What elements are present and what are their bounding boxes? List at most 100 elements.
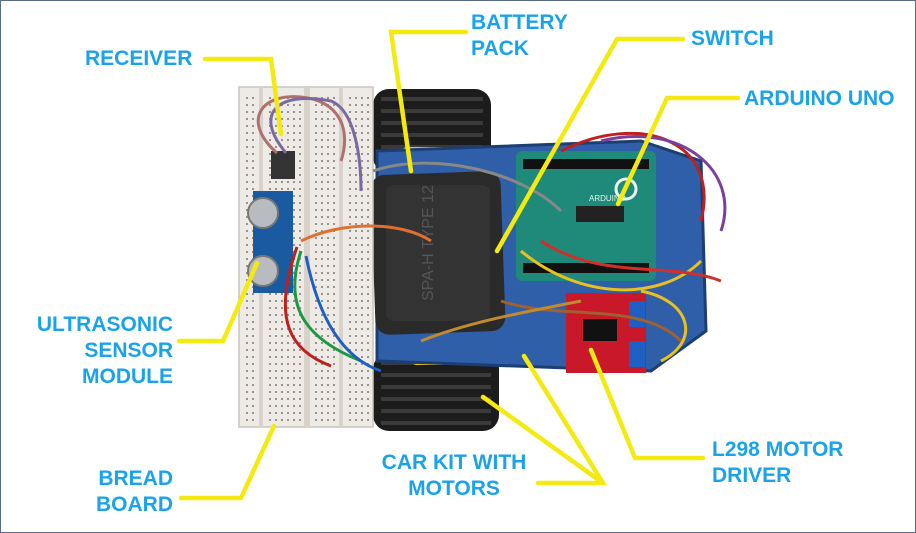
breadboard-hole <box>246 188 248 190</box>
breadboard-hole <box>269 104 271 106</box>
breadboard-hole <box>287 356 289 358</box>
breadboard-hole <box>361 251 363 253</box>
breadboard-hole <box>327 237 329 239</box>
breadboard-hole <box>333 209 335 211</box>
breadboard-hole <box>333 384 335 386</box>
breadboard-hole <box>252 139 254 141</box>
breadboard-hole <box>269 377 271 379</box>
breadboard-hole <box>299 377 301 379</box>
breadboard-hole <box>287 398 289 400</box>
breadboard-hole <box>293 300 295 302</box>
breadboard-hole <box>293 377 295 379</box>
breadboard-hole <box>252 167 254 169</box>
breadboard-hole <box>361 328 363 330</box>
breadboard-hole <box>246 370 248 372</box>
battery-case-text: SPA-H TYPE 12 <box>420 185 437 301</box>
breadboard-hole <box>333 419 335 421</box>
breadboard-hole <box>349 272 351 274</box>
breadboard-hole <box>246 356 248 358</box>
breadboard-hole <box>349 398 351 400</box>
breadboard-hole <box>333 188 335 190</box>
breadboard-hole <box>315 251 317 253</box>
breadboard-hole <box>275 146 277 148</box>
breadboard-hole <box>299 111 301 113</box>
breadboard-hole <box>281 391 283 393</box>
breadboard-hole <box>361 125 363 127</box>
breadboard-hole <box>361 398 363 400</box>
breadboard-hole <box>246 321 248 323</box>
breadboard-hole <box>293 223 295 225</box>
breadboard-hole <box>281 321 283 323</box>
breadboard-hole <box>355 125 357 127</box>
breadboard-hole <box>315 230 317 232</box>
breadboard-hole <box>293 230 295 232</box>
breadboard-hole <box>315 237 317 239</box>
breadboard-hole <box>349 195 351 197</box>
breadboard-hole <box>315 202 317 204</box>
breadboard-hole <box>293 202 295 204</box>
breadboard-hole <box>327 300 329 302</box>
breadboard-hole <box>281 384 283 386</box>
breadboard-hole <box>299 223 301 225</box>
breadboard-hole <box>293 139 295 141</box>
breadboard-hole <box>333 370 335 372</box>
breadboard-hole <box>246 237 248 239</box>
breadboard-hole <box>293 104 295 106</box>
breadboard-hole <box>293 356 295 358</box>
breadboard-hole <box>275 328 277 330</box>
breadboard-hole <box>246 230 248 232</box>
breadboard-hole <box>355 412 357 414</box>
breadboard-hole <box>246 118 248 120</box>
breadboard-hole <box>299 356 301 358</box>
breadboard-hole <box>361 405 363 407</box>
breadboard-hole <box>269 384 271 386</box>
breadboard-hole <box>315 342 317 344</box>
breadboard-hole <box>349 209 351 211</box>
breadboard-hole <box>287 384 289 386</box>
breadboard-hole <box>321 174 323 176</box>
breadboard-hole <box>349 146 351 148</box>
breadboard-hole <box>246 272 248 274</box>
breadboard-hole <box>355 279 357 281</box>
breadboard-hole <box>367 307 369 309</box>
l298-driver-board <box>566 293 646 373</box>
breadboard-hole <box>367 300 369 302</box>
breadboard-hole <box>361 104 363 106</box>
breadboard-hole <box>367 104 369 106</box>
breadboard-hole <box>321 188 323 190</box>
breadboard-hole <box>355 321 357 323</box>
breadboard-hole <box>333 398 335 400</box>
breadboard-hole <box>252 321 254 323</box>
breadboard-hole <box>367 160 369 162</box>
breadboard-hole <box>287 118 289 120</box>
breadboard-hole <box>252 356 254 358</box>
breadboard-hole <box>333 160 335 162</box>
breadboard-hole <box>327 391 329 393</box>
breadboard-hole <box>321 300 323 302</box>
breadboard-hole <box>269 188 271 190</box>
breadboard-hole <box>321 230 323 232</box>
breadboard-hole <box>315 125 317 127</box>
breadboard-hole <box>246 251 248 253</box>
breadboard-hole <box>287 335 289 337</box>
breadboard-hole <box>246 363 248 365</box>
breadboard-hole <box>299 153 301 155</box>
breadboard-hole <box>287 104 289 106</box>
breadboard-hole <box>349 419 351 421</box>
breadboard-hole <box>252 342 254 344</box>
breadboard-hole <box>333 342 335 344</box>
breadboard-hole <box>327 160 329 162</box>
breadboard-hole <box>315 209 317 211</box>
breadboard-hole <box>349 314 351 316</box>
breadboard-hole <box>246 167 248 169</box>
breadboard-hole <box>355 398 357 400</box>
breadboard-hole <box>355 104 357 106</box>
breadboard-hole <box>333 195 335 197</box>
breadboard-hole <box>361 97 363 99</box>
breadboard-hole <box>275 398 277 400</box>
breadboard-hole <box>355 111 357 113</box>
breadboard-hole <box>367 216 369 218</box>
breadboard-hole <box>327 272 329 274</box>
breadboard-hole <box>367 146 369 148</box>
breadboard-hole <box>333 181 335 183</box>
